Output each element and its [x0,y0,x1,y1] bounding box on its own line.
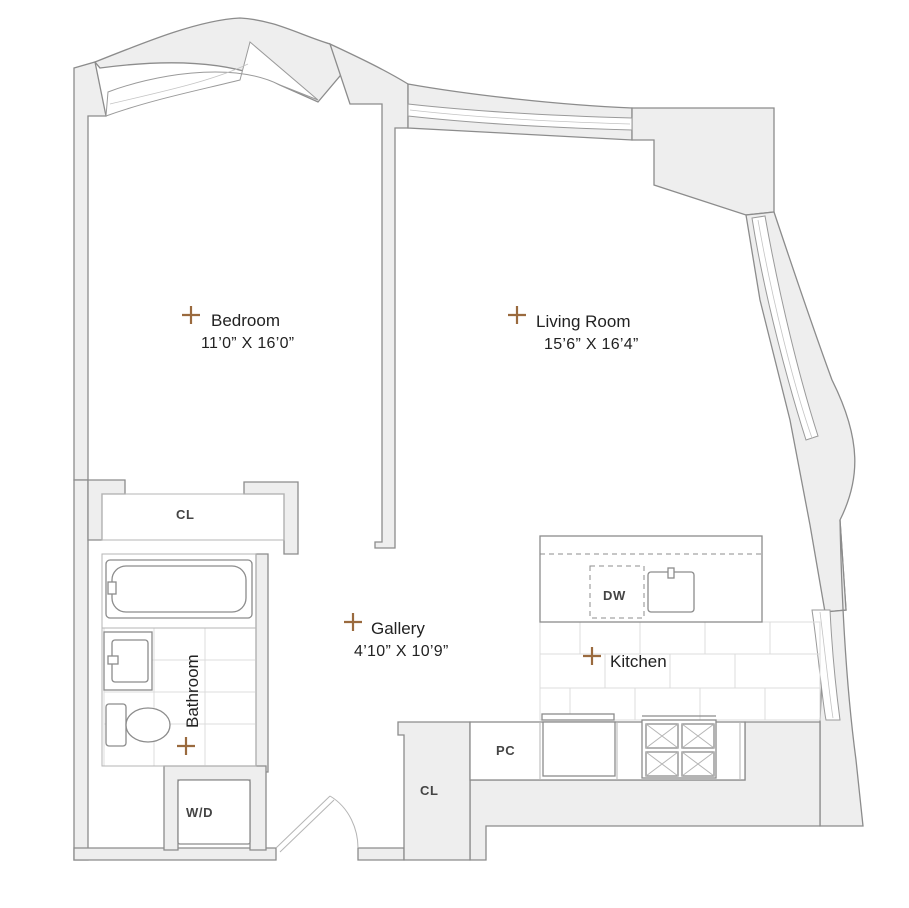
bedroom-dims: 11’0” X 16’0” [201,335,294,352]
plus-icon [344,613,362,631]
living-room-name: Living Room [536,312,631,331]
exterior-wall-bottom-entry [357,847,405,861]
washer-dryer-label: W/D [186,805,213,820]
bedroom-closet-wall-right [243,481,299,555]
bathtub [105,559,253,619]
plus-icon [177,737,195,755]
plus-icon [583,647,601,665]
window-top-left [105,41,319,117]
exterior-wall-left-lower [73,479,89,861]
window-right-lower [811,609,841,721]
entry-door [275,795,359,853]
dishwasher-label: DW [603,588,626,603]
refrigerator [541,713,616,777]
washer-dryer [177,779,251,845]
living-room-dims: 15’6” X 16’4” [544,336,639,353]
partition-column-top [328,42,409,549]
wd-closet-wall [163,765,267,851]
bathroom-wall-right [255,553,269,773]
bathroom-vanity [103,631,153,691]
kitchen-floor-tiles [539,621,821,721]
gallery-name: Gallery [371,619,425,638]
entry-closet-label: CL [420,783,439,798]
exterior-wall-bottom-left [73,847,277,861]
window-right-upper [751,215,819,441]
window-top-right [407,103,633,131]
plus-icon [182,306,200,324]
bedroom-name: Bedroom [211,311,280,330]
kitchen-island [539,535,763,623]
plus-icon [508,306,526,324]
bathroom-name: Bathroom [183,654,202,728]
bathroom-outline [101,553,257,767]
corner-column [631,107,775,216]
bedroom-closet-wall-left [87,479,126,541]
gallery-dims: 4’10” X 10’9” [354,643,449,660]
bedroom-closet-rod-shelf [101,493,285,541]
kitchen-name: Kitchen [610,652,667,671]
cooktop [641,715,717,779]
exterior-wall-left [73,61,107,481]
bedroom-closet-label: CL [176,507,195,522]
toilet [105,703,171,747]
pantry-closet-label: PC [496,743,515,758]
